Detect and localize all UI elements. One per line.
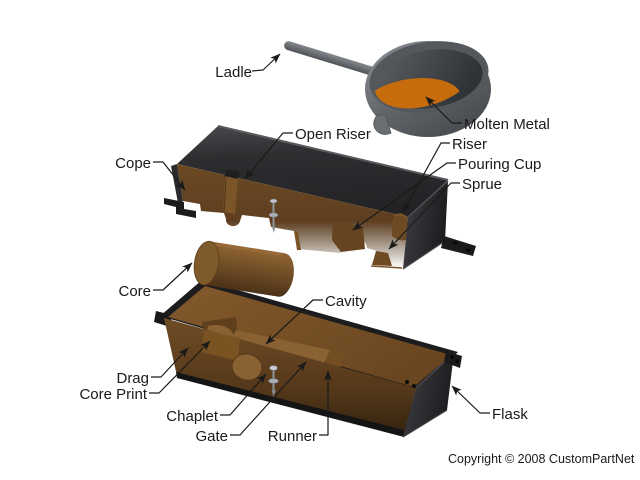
cope-left-flange bbox=[164, 198, 196, 218]
drag-section-profile bbox=[202, 330, 240, 361]
core-print-semicircle bbox=[231, 353, 263, 381]
cope-panel-edge bbox=[407, 180, 449, 218]
leader-riser bbox=[402, 142, 450, 213]
drag-right-flange bbox=[444, 351, 462, 368]
drag-bottom-edge bbox=[176, 372, 404, 437]
leader-lines bbox=[149, 53, 490, 436]
cope-end-panel bbox=[403, 181, 448, 269]
label-flask: Flask bbox=[492, 406, 528, 423]
drag-chaplet-pin bbox=[268, 365, 279, 397]
label-molten-metal: Molten Metal bbox=[464, 116, 550, 133]
open-riser-channel bbox=[223, 176, 238, 214]
label-chaplet: Chaplet bbox=[166, 408, 219, 425]
copyright-text: Copyright © 2008 CustomPartNet bbox=[448, 452, 635, 466]
label-open-riser: Open Riser bbox=[295, 126, 371, 143]
leader-cope bbox=[153, 161, 186, 191]
cope-right-flange bbox=[441, 236, 476, 256]
label-cope: Cope bbox=[115, 155, 151, 172]
label-sprue: Sprue bbox=[462, 176, 502, 193]
labels: Ladle Molten Metal Open Riser Riser Pour… bbox=[79, 64, 634, 466]
label-ladle: Ladle bbox=[215, 64, 252, 81]
ladle-spout bbox=[373, 114, 392, 135]
core-end-face bbox=[193, 240, 220, 286]
leader-chaplet bbox=[220, 373, 267, 416]
cope-graphic bbox=[164, 125, 476, 270]
cope-top-edge-highlight bbox=[217, 125, 449, 181]
leader-open-riser bbox=[244, 132, 293, 180]
label-cavity: Cavity bbox=[325, 293, 367, 310]
leader-cavity bbox=[265, 299, 323, 345]
label-core: Core bbox=[118, 283, 151, 300]
cope-panel-bottom-edge bbox=[402, 240, 446, 270]
label-core-print: Core Print bbox=[79, 386, 147, 403]
leader-sprue bbox=[388, 182, 460, 250]
riser-boss bbox=[391, 213, 410, 241]
drag-top-face bbox=[168, 286, 451, 387]
open-riser-shadow bbox=[223, 176, 227, 213]
riser-boss-highlight bbox=[393, 213, 408, 219]
core-highlight bbox=[215, 243, 281, 256]
ladle-handle bbox=[284, 41, 379, 77]
cope-chaplet-pin bbox=[268, 198, 279, 233]
label-riser: Riser bbox=[452, 136, 487, 153]
label-pouring-cup: Pouring Cup bbox=[458, 156, 541, 173]
leader-flask bbox=[451, 385, 490, 414]
cope-top-face bbox=[177, 126, 448, 217]
leader-ladle bbox=[251, 53, 281, 72]
label-runner: Runner bbox=[268, 428, 317, 445]
cavity-floor bbox=[230, 330, 330, 364]
label-drag: Drag bbox=[116, 370, 149, 387]
drag-panel-bottom-edge bbox=[402, 409, 448, 438]
leader-molten-metal bbox=[425, 96, 462, 124]
drag-pin-d bbox=[412, 384, 416, 388]
core-graphic bbox=[193, 240, 294, 297]
leader-drag bbox=[151, 347, 189, 378]
label-gate: Gate bbox=[195, 428, 228, 445]
leader-pouring-cup bbox=[352, 162, 456, 231]
ladle-graphic bbox=[284, 41, 491, 137]
core-body bbox=[194, 241, 294, 297]
drag-graphic bbox=[154, 277, 462, 438]
leader-core-print bbox=[149, 340, 211, 394]
sprue-funnel-edge bbox=[370, 265, 403, 269]
drag-pin-c bbox=[405, 380, 409, 384]
leader-gate bbox=[230, 361, 307, 436]
leader-runner bbox=[319, 370, 332, 436]
drag-end-panel bbox=[403, 353, 454, 437]
leader-core bbox=[153, 262, 193, 291]
sprue-section bbox=[372, 251, 392, 266]
cavity-step-edge bbox=[294, 231, 301, 250]
